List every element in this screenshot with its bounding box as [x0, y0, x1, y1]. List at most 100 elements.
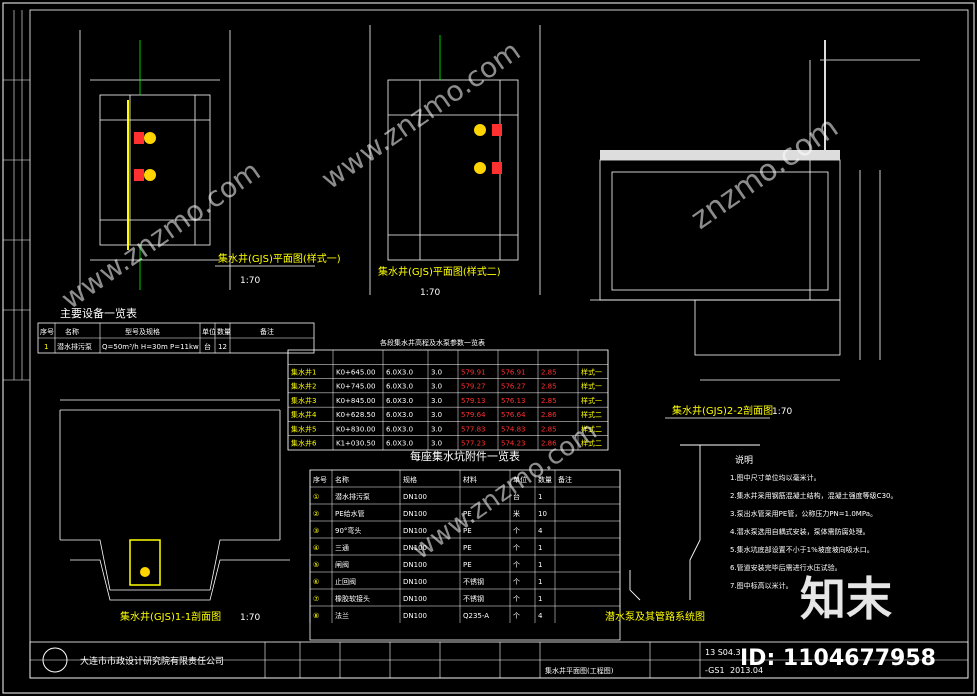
sump-cell-c: 2.86 — [541, 440, 557, 448]
parts-cell: 4 — [538, 527, 543, 535]
sump-cell-size: 6.0X3.0 — [386, 411, 413, 419]
section-1-1: 集水井(GJS)1-1剖面图 1:70 — [59, 399, 290, 623]
parts-cell: PE — [463, 561, 472, 569]
parts-cell: ⑤ — [313, 561, 319, 569]
pump-icon — [474, 162, 486, 174]
parts-header: 序号 — [313, 475, 327, 484]
pump-icon — [144, 132, 156, 144]
parts-header: 单位 — [513, 475, 527, 484]
sump-cell-type: 样式二 — [581, 439, 602, 448]
parts-cell: 米 — [513, 509, 520, 518]
sump-cell-a: 577.83 — [461, 425, 486, 433]
parts-cell: 个 — [513, 578, 520, 586]
sump-cell-c: 2.85 — [541, 397, 557, 405]
eq-cell: 1 — [44, 343, 48, 351]
eq-header-1: 名称 — [65, 327, 79, 336]
parts-header: 备注 — [558, 475, 572, 484]
sump-cell-b: 576.91 — [501, 368, 526, 376]
sump-cell-mileage: K0+645.00 — [336, 368, 375, 376]
eq-header-5: 备注 — [260, 327, 274, 336]
parts-cell: ⑧ — [313, 612, 319, 620]
sump-cell-c: 2.86 — [541, 411, 557, 419]
left-margin-strip — [3, 10, 30, 381]
sump-cell-depth: 3.0 — [431, 368, 442, 376]
sump-cell-b: 576.64 — [501, 411, 526, 419]
sump-cell-b: 574.23 — [501, 440, 526, 448]
parts-cell: 止回阀 — [335, 577, 356, 586]
plan2-scale: 1:70 — [420, 288, 440, 298]
parts-cell: 潜水排污泵 — [335, 492, 370, 501]
plan2-title: 集水井(GJS)平面图(样式二) — [378, 265, 501, 278]
project-no: 13 S04.3 — [705, 648, 741, 657]
section22-title: 集水井(GJS)2-2剖面图 — [672, 404, 773, 417]
sump-cell-mileage: K0+830.00 — [336, 425, 375, 433]
parts-cell: PE — [463, 544, 472, 552]
sheet-name: 集水井平面图(工程图) — [545, 666, 614, 675]
sump-cell-type: 样式一 — [581, 396, 602, 405]
section11-scale: 1:70 — [240, 613, 260, 623]
parts-cell: 1 — [538, 493, 542, 501]
watermark-text: www.znzmo.com — [407, 416, 603, 566]
parts-cell: 橡胶软接头 — [335, 594, 370, 603]
sump-cell-b: 576.13 — [501, 397, 526, 405]
parts-cell: ⑥ — [313, 578, 319, 586]
plan-view-2: 集水井(GJS)平面图(样式二) 1:70 — [369, 25, 541, 298]
note-line: 5.集水坑底部设置不小于1%坡度坡向吸水口。 — [730, 545, 874, 554]
parts-header: 材料 — [463, 475, 477, 484]
parts-cell: PE — [463, 527, 472, 535]
watermark-text: www.znzmo.com — [55, 154, 266, 316]
parts-cell: ② — [313, 510, 319, 518]
parts-cell: DN100 — [403, 527, 427, 535]
sump-cell-name: 集水井2 — [291, 382, 316, 391]
sump-cell-name: 集水井1 — [291, 367, 316, 376]
parts-cell: 10 — [538, 510, 547, 518]
drawing-no: -GS1 — [705, 666, 725, 675]
parts-cell: 个 — [513, 544, 520, 552]
sump-cell-a: 579.27 — [461, 383, 486, 391]
sump-cell-a: 579.13 — [461, 397, 486, 405]
sump-cell-type: 样式一 — [581, 382, 602, 391]
parts-table-title: 每座集水坑附件一览表 — [410, 449, 520, 463]
parts-cell: 1 — [538, 578, 542, 586]
company-logo-icon — [42, 647, 68, 673]
pump-icon — [144, 169, 156, 181]
section-2-2: 集水井(GJS)2-2剖面图 1:70 — [590, 40, 920, 419]
pipe-system-diagram: 潜水泵及其管路系统图 — [605, 444, 760, 623]
sump-cell-name: 集水井3 — [291, 396, 316, 405]
sump-cell-size: 6.0X3.0 — [386, 368, 413, 376]
parts-cell: Q235-A — [463, 612, 489, 620]
note-line: 3.泵出水管采用PE管，公称压力PN=1.0MPa。 — [730, 509, 877, 518]
parts-cell: 个 — [513, 595, 520, 603]
eq-header-0: 序号 — [40, 327, 54, 336]
equipment-table-title: 主要设备一览表 — [60, 306, 137, 320]
plan-view-1: 集水井(GJS)平面图(样式一) 1:70 — [79, 30, 341, 290]
parts-cell: 1 — [538, 561, 542, 569]
parts-cell: DN100 — [403, 595, 427, 603]
sump-cell-c: 2.85 — [541, 425, 557, 433]
parts-cell: 不锈钢 — [463, 594, 484, 603]
parts-cell: 个 — [513, 561, 520, 569]
sump-cell-type: 样式二 — [581, 410, 602, 419]
parts-cell: DN100 — [403, 578, 427, 586]
sump-cell-depth: 3.0 — [431, 397, 442, 405]
pump-icon — [474, 124, 486, 136]
pump-icon — [140, 567, 150, 577]
brand-overlay: 知末 ID: 1104677958 — [740, 572, 936, 671]
parts-cell: 台 — [513, 492, 520, 501]
sump-cell-type: 样式一 — [581, 367, 602, 376]
sump-cell-depth: 3.0 — [431, 411, 442, 419]
sump-cell-mileage: K1+030.50 — [336, 440, 375, 448]
sump-cell-mileage: K0+628.50 — [336, 411, 375, 419]
note-line: 7.图中标高以米计。 — [730, 581, 793, 590]
section22-scale: 1:70 — [772, 407, 792, 417]
sump-cell-size: 6.0X3.0 — [386, 397, 413, 405]
eq-cell: 潜水排污泵 — [57, 342, 92, 351]
parts-cell: 个 — [513, 612, 520, 620]
notes-title: 说明 — [735, 454, 753, 466]
watermark-text: znzmo.com — [685, 110, 845, 237]
equipment-table: 主要设备一览表 序号 名称 型号及规格 单位 数量 备注 1 潜水排污泵 Q=5… — [37, 306, 315, 354]
parts-cell: 法兰 — [335, 611, 349, 620]
eq-cell: 台 — [204, 342, 211, 351]
sump-cell-size: 6.0X3.0 — [386, 425, 413, 433]
